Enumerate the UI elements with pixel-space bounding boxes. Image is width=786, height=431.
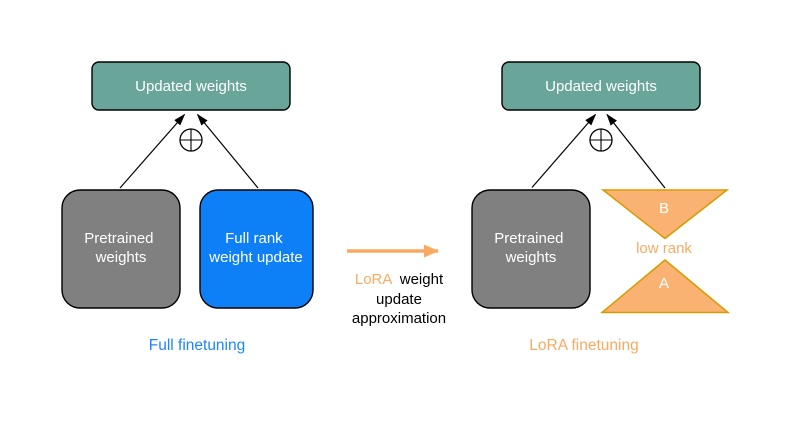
lora-finetuning-group: Updated weights Pretrained weights B low… bbox=[471, 61, 731, 354]
full-rank-line2: weight update bbox=[208, 249, 302, 266]
pretrained-weights-label-right: Pretrained weights bbox=[494, 230, 567, 266]
pretrained-weights-box-right bbox=[471, 189, 591, 309]
full-finetuning-group: Updated weights Pretrained weights Full … bbox=[61, 61, 314, 354]
pretrained-line1: Pretrained bbox=[494, 230, 563, 247]
pretrained-line1: Pretrained bbox=[84, 230, 153, 247]
pretrained-line2: weights bbox=[95, 249, 147, 266]
matrix-b-label: B bbox=[659, 200, 669, 217]
transition-label-line2: update bbox=[376, 291, 422, 308]
transition-group: LoRA weight update approximation bbox=[347, 244, 446, 327]
arrow-pretrained-to-updated-left bbox=[119, 113, 186, 189]
full-finetuning-caption: Full finetuning bbox=[149, 337, 246, 354]
arrow-fullrank-to-updated-left bbox=[196, 113, 259, 189]
plus-circle-icon-right bbox=[589, 128, 613, 152]
matrix-b-triangle bbox=[600, 189, 730, 240]
matrix-a-label: A bbox=[659, 275, 669, 292]
arrow-lowrank-to-updated-right bbox=[606, 113, 666, 189]
weight-word: weight bbox=[399, 271, 444, 288]
low-rank-label: low rank bbox=[636, 240, 692, 257]
transition-label-line1: LoRA weight bbox=[355, 271, 444, 288]
pretrained-weights-box-left bbox=[61, 189, 181, 309]
full-rank-update-label: Full rank weight update bbox=[208, 230, 302, 266]
transition-label-line3: approximation bbox=[352, 310, 446, 327]
plus-circle-icon-left bbox=[179, 128, 203, 152]
updated-weights-label-right: Updated weights bbox=[545, 78, 657, 95]
lora-highlight: LoRA bbox=[355, 271, 393, 288]
updated-weights-label-left: Updated weights bbox=[135, 78, 247, 95]
lora-finetuning-caption: LoRA finetuning bbox=[529, 337, 638, 354]
full-rank-line1: Full rank bbox=[225, 230, 283, 247]
pretrained-weights-label-left: Pretrained weights bbox=[84, 230, 157, 266]
arrow-pretrained-to-updated-right bbox=[531, 113, 597, 188]
updated-weights-box-right bbox=[501, 61, 701, 111]
pretrained-line2: weights bbox=[505, 249, 557, 266]
matrix-a-triangle bbox=[599, 259, 731, 314]
full-rank-update-box bbox=[199, 189, 314, 309]
updated-weights-box-left bbox=[91, 61, 291, 111]
